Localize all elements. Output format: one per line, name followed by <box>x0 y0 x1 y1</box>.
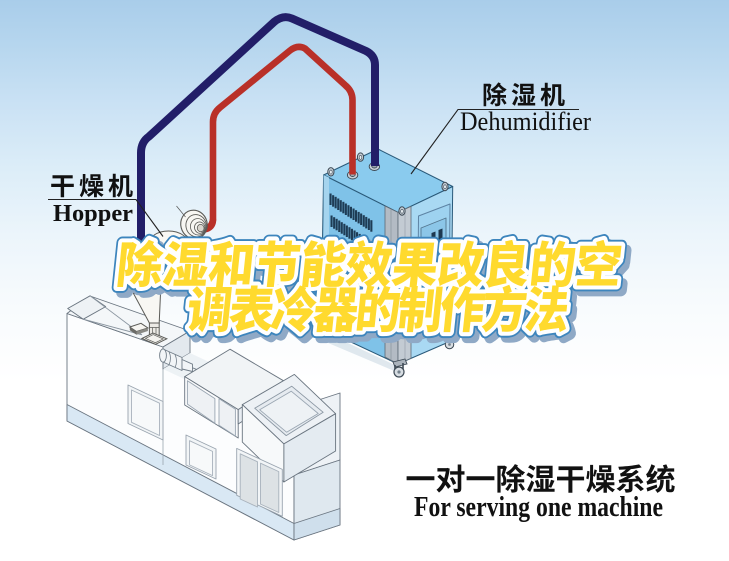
svg-text:For serving one machine: For serving one machine <box>414 492 663 523</box>
svg-text:Hopper: Hopper <box>53 201 133 227</box>
svg-text:Dehumidifier: Dehumidifier <box>460 107 591 136</box>
